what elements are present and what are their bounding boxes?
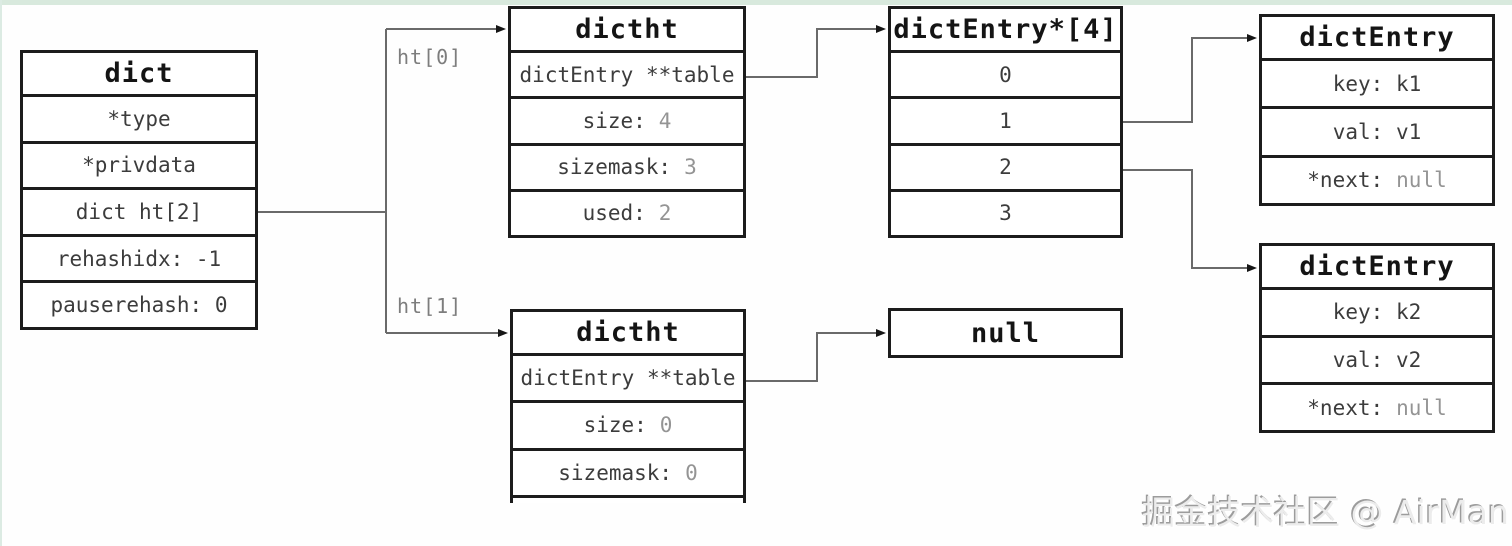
ht1-row-size: size:0 — [513, 400, 743, 447]
bucket-slot-0: 0 — [891, 50, 1120, 96]
dict-entry-2-title: dictEntry — [1299, 251, 1455, 282]
ht1-row-table: dictEntry **table — [513, 353, 743, 400]
null-box: null — [888, 308, 1123, 358]
dict-entry-1-box: dictEntry key: k1 val: v1 *next:null — [1259, 14, 1495, 206]
entry1-row-key: key: k1 — [1262, 58, 1492, 106]
connector-bucket1-to-entry1 — [1123, 34, 1257, 123]
top-edge-strip — [0, 0, 1512, 5]
ht0-row-size: size:4 — [511, 96, 743, 142]
dict-row-ht-array: dict ht[2] — [23, 187, 255, 234]
connector-table0-to-bucket-array — [746, 25, 886, 78]
dict-row-pauserehash: pauserehash: 0 — [23, 280, 255, 327]
dict-entry-2-box: dictEntry key: k2 val: v2 *next:null — [1259, 243, 1495, 433]
ht0-row-sizemask: sizemask:3 — [511, 142, 743, 189]
dict-row-privdata: *privdata — [23, 140, 255, 188]
watermark: 掘金技术社区 @ AirMan — [1142, 493, 1509, 532]
hash-table-1-title: dictht — [576, 317, 680, 348]
dict-row-rehashidx: rehashidx: -1 — [23, 233, 255, 281]
bucket-array-box: dictEntry*[4] 0 1 2 3 — [888, 6, 1123, 238]
pointer-label-ht1: ht[1] — [397, 294, 463, 318]
entry2-row-next: *next:null — [1262, 382, 1492, 430]
dict-box-title: dict — [104, 58, 174, 89]
hash-table-0-title: dictht — [575, 14, 679, 45]
ht0-row-used: used:2 — [511, 188, 743, 235]
dict-entry-1-title: dictEntry — [1299, 22, 1455, 53]
ht1-row-clipped — [513, 494, 743, 503]
bucket-slot-2: 2 — [891, 142, 1120, 189]
bucket-array-title: dictEntry*[4] — [893, 14, 1118, 45]
entry2-row-val: val: v2 — [1262, 334, 1492, 383]
entry2-row-key: key: k2 — [1262, 287, 1492, 335]
dict-row-type: *type — [23, 94, 255, 141]
ht0-row-table: dictEntry **table — [511, 50, 743, 96]
dict-struct-box: dict *type *privdata dict ht[2] rehashid… — [20, 50, 258, 330]
bucket-slot-3: 3 — [891, 188, 1120, 235]
null-box-title: null — [970, 317, 1041, 349]
hash-table-0-box: dictht dictEntry **table size:4 sizemask… — [508, 6, 746, 238]
bucket-slot-1: 1 — [891, 96, 1120, 142]
ht1-row-sizemask: sizemask:0 — [513, 447, 743, 495]
left-edge-strip — [0, 0, 2, 546]
entry1-row-next: *next:null — [1262, 154, 1492, 203]
hash-table-1-box: dictht dictEntry **table size:0 sizemask… — [510, 309, 746, 503]
connector-bucket2-to-entry2 — [1123, 169, 1257, 272]
pointer-label-ht0: ht[0] — [397, 45, 463, 69]
connector-table1-to-null — [746, 329, 886, 382]
entry1-row-val: val: v1 — [1262, 106, 1492, 154]
